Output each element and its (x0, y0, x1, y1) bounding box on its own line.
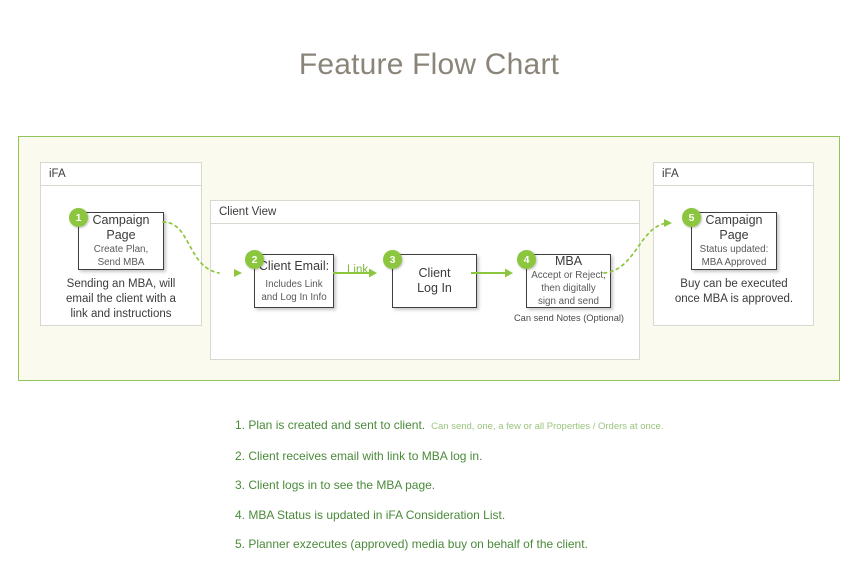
node-1-caption-line2: email the client with a (66, 293, 176, 305)
node-2-sub-line2: and Log In Info (261, 291, 327, 303)
step-4-text: 4. MBA Status is updated in iFA Consider… (235, 507, 506, 522)
node-5-title-line1: Campaign (705, 213, 763, 227)
step-5-text: 5. Planner exzecutes (approved) media bu… (235, 537, 588, 551)
node-campaign-page-create[interactable]: Campaign Page Create Plan, Send MBA (78, 212, 164, 270)
panel-ifa-right-header: iFA (654, 163, 813, 186)
steps-list: 1. Plan is created and sent to client. Ca… (235, 418, 835, 567)
node-1-title-line1: Campaign (92, 213, 150, 227)
node-1-caption-line3: link and instructions (70, 308, 172, 320)
node-5-title-line2: Page (719, 228, 749, 242)
panel-ifa-left: iFA 1 Campaign Page Create Plan, Send MB… (40, 162, 202, 326)
node-1-title-line2: Page (106, 228, 136, 242)
node-campaign-page-approved[interactable]: Campaign Page Status updated: MBA Approv… (691, 212, 777, 270)
node-client-email[interactable]: Client Email: Includes Link and Log In I… (254, 254, 334, 308)
node-1-caption: Sending an MBA, will email the client wi… (49, 277, 193, 322)
node-2-title-line1: Client Email: (258, 258, 330, 273)
page-title: Feature Flow Chart (298, 48, 560, 81)
panel-ifa-left-body: 1 Campaign Page Create Plan, Send MBA Se… (41, 186, 201, 325)
flow-chart-container: iFA 1 Campaign Page Create Plan, Send MB… (18, 136, 840, 381)
node-4-caption-small: Can send Notes (Optional) (513, 313, 625, 323)
node-5-sub-line2: MBA Approved (701, 257, 767, 268)
node-badge-3: 3 (383, 250, 402, 269)
step-3-text: 3. Client logs in to see the MBA page. (235, 478, 436, 492)
node-4-sub-line2: then digitally (541, 283, 596, 294)
step-item-3: 3. Client logs in to see the MBA page. (235, 478, 835, 493)
node-4-sub-line1: Accept or Reject, (531, 270, 606, 281)
node-4-sub-line3: sign and send (537, 296, 599, 307)
panel-ifa-right-body: 5 Campaign Page Status updated: MBA Appr… (654, 186, 813, 325)
node-badge-5: 5 (682, 208, 701, 227)
step-item-4: 4. MBA Status is updated in iFA Consider… (235, 508, 835, 523)
node-3-title-line1: Client (418, 266, 451, 280)
node-4-title-line1: MBA (554, 254, 583, 268)
panel-client-view-header: Client View (211, 201, 639, 224)
step-1-note: Can send, one, a few or all Properties /… (431, 421, 664, 432)
step-2-text: 2. Client receives email with link to MB… (235, 448, 483, 463)
node-3-title-line2: Log In (417, 281, 452, 295)
node-5-caption-line2: once MBA is approved. (674, 293, 794, 305)
node-mba[interactable]: MBA Accept or Reject, then digitally sig… (526, 254, 611, 308)
node-badge-2: 2 (245, 250, 264, 269)
step-item-5: 5. Planner exzecutes (approved) media bu… (235, 537, 835, 552)
node-2-sub-line1: Includes Link (265, 278, 323, 290)
node-5-sub-line1: Status updated: (699, 244, 769, 255)
panel-client-view: Client View 2 Client Email: Includes Lin… (210, 200, 640, 360)
step-1-text: 1. Plan is created and sent to client. (235, 418, 426, 432)
node-1-caption-line1: Sending an MBA, will (66, 278, 176, 290)
node-client-log-in[interactable]: Client Log In (392, 254, 477, 308)
node-5-caption-line1: Buy can be executed (680, 278, 788, 290)
step-item-1: 1. Plan is created and sent to client. Ca… (235, 418, 835, 434)
arrow-label-link: Link (347, 264, 369, 276)
node-badge-4: 4 (517, 250, 536, 269)
panel-ifa-left-header: iFA (41, 163, 201, 186)
node-1-sub-line1: Create Plan, (93, 244, 149, 255)
node-badge-1: 1 (69, 208, 88, 227)
step-item-2: 2. Client receives email with link to MB… (235, 449, 835, 464)
node-1-sub-line2: Send MBA (97, 257, 145, 268)
node-5-caption: Buy can be executed once MBA is approved… (662, 277, 806, 307)
panel-client-view-body: 2 Client Email: Includes Link and Log In… (211, 224, 639, 359)
panel-ifa-right: iFA 5 Campaign Page Status updated: MBA … (653, 162, 814, 326)
